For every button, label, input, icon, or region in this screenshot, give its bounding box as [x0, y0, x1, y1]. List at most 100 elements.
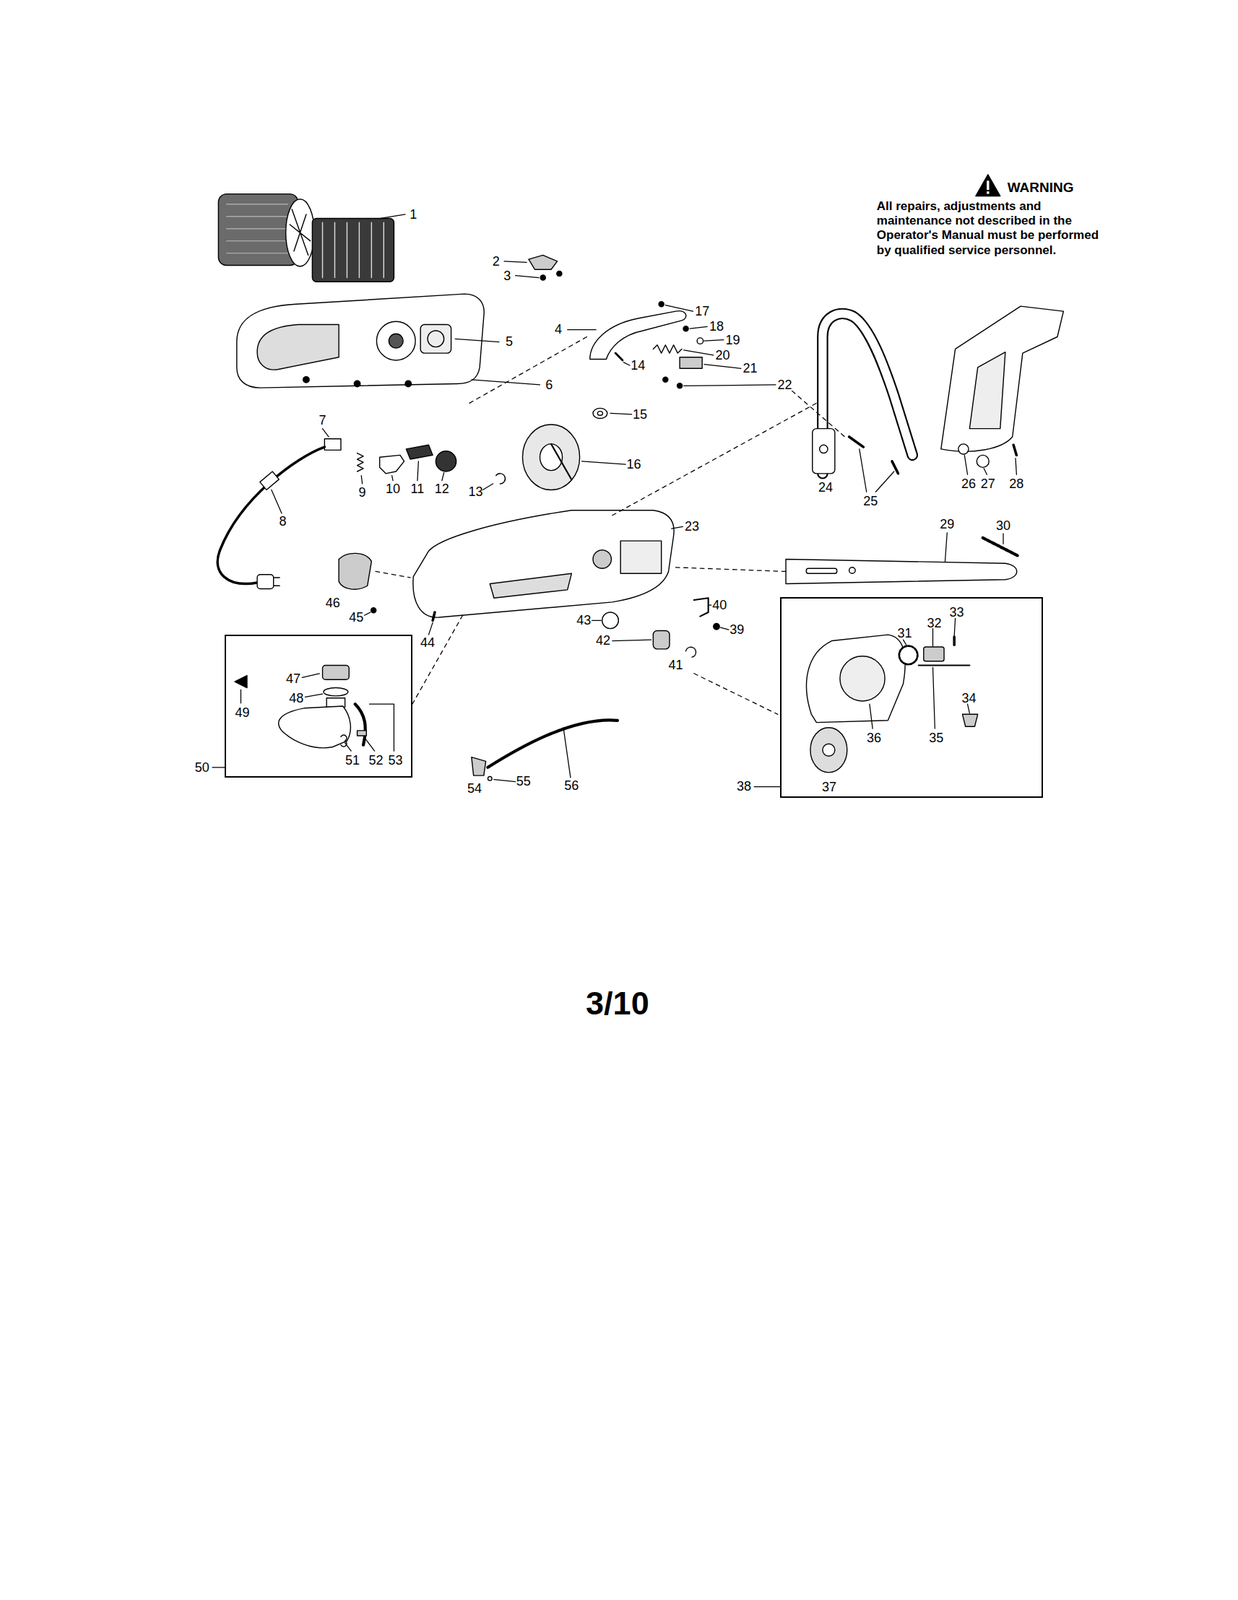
callout-number: 56 — [564, 779, 579, 793]
leader-line — [592, 620, 602, 622]
callout-number: 25 — [863, 494, 878, 508]
chain-brake — [663, 377, 669, 383]
hand-guard — [941, 306, 1064, 452]
chain-brake — [683, 326, 689, 332]
fastener — [652, 630, 670, 649]
guide-bar — [785, 559, 1017, 585]
callout-number: 44 — [420, 636, 435, 650]
callout-number: 32 — [926, 616, 942, 630]
gear-housing — [303, 377, 310, 383]
leader-line — [903, 639, 907, 646]
callout-number: 20 — [715, 348, 730, 362]
leader-line — [612, 639, 652, 641]
callout-number: 47 — [286, 672, 301, 686]
leader-line — [212, 767, 225, 768]
motor — [226, 204, 289, 254]
chain-brake — [679, 357, 703, 370]
motor — [312, 218, 394, 283]
callout-number: 39 — [729, 623, 744, 637]
warning-icon — [975, 174, 1001, 197]
leader-line — [704, 340, 724, 341]
fastener — [694, 598, 709, 617]
leader-line — [932, 629, 934, 647]
leader-line — [442, 472, 445, 481]
gear-housing — [427, 330, 445, 348]
leader-line — [567, 329, 597, 331]
callout-number: 52 — [369, 754, 384, 768]
leader-line — [240, 689, 242, 703]
leader-line — [581, 461, 626, 465]
sprocket-drum — [592, 408, 608, 419]
callout-number: 33 — [949, 605, 965, 619]
callout-number: 55 — [516, 775, 531, 789]
oil-hose — [487, 720, 617, 768]
sprocket-cover — [806, 634, 978, 773]
oil-tank — [234, 676, 248, 689]
main-housing — [432, 612, 435, 621]
bracket — [528, 254, 562, 281]
sprocket-cover — [822, 743, 835, 757]
bracket — [540, 275, 546, 281]
leader-line — [212, 214, 1017, 788]
leader-line — [954, 618, 955, 636]
front-handle — [822, 313, 913, 474]
chain-brake — [590, 311, 687, 360]
leader-line — [964, 455, 968, 475]
callout-number: 22 — [777, 378, 793, 392]
leader-line — [379, 214, 406, 219]
saw-chain — [983, 538, 1019, 557]
leader-line — [392, 475, 393, 482]
callout-number: 5 — [505, 335, 513, 349]
leader-line — [1002, 533, 1004, 544]
power-cord — [260, 471, 279, 490]
callout-number: 51 — [345, 754, 360, 768]
sprocket-cover — [952, 637, 956, 646]
chain-brake — [658, 301, 664, 307]
assembly-line — [612, 403, 817, 515]
leader-line — [754, 786, 780, 788]
leader-line — [494, 780, 516, 783]
callout-number: 34 — [962, 691, 977, 705]
main-housing — [338, 553, 372, 590]
sprocket-cover — [899, 646, 918, 665]
hand-guard — [969, 352, 1005, 430]
fastener — [602, 612, 619, 630]
leader-line — [369, 704, 395, 752]
callout-number: 3 — [503, 269, 511, 283]
front-handle — [812, 313, 913, 474]
sprocket-drum — [597, 411, 603, 417]
leader-line — [361, 475, 362, 484]
callout-number: 41 — [668, 658, 683, 672]
main-housing — [371, 608, 377, 614]
callout-number: 13 — [468, 485, 483, 499]
leader-line — [720, 627, 729, 630]
callout-number: 7 — [319, 413, 327, 427]
callout-number: 31 — [897, 626, 913, 640]
leader-line — [1015, 458, 1017, 476]
callout-number: 42 — [595, 634, 611, 648]
power-cord — [217, 447, 325, 589]
gear-housing — [236, 293, 484, 472]
oil-hose — [487, 777, 492, 782]
switch-assembly — [324, 439, 433, 474]
leader-line — [428, 622, 433, 635]
chain-brake — [697, 338, 703, 344]
callout-number: 9 — [358, 486, 367, 500]
leader-line — [689, 326, 708, 329]
leader-line — [345, 743, 352, 752]
callout-number: 43 — [576, 613, 591, 627]
leader-line — [482, 483, 493, 490]
callout-number: 21 — [743, 361, 758, 375]
callout-number: 24 — [818, 481, 833, 495]
sprocket-cover — [806, 634, 906, 724]
switch-assembly — [379, 455, 405, 474]
power-cord — [257, 574, 274, 590]
chain-brake — [615, 353, 623, 361]
gear-housing — [420, 325, 451, 354]
sprocket-drum — [496, 473, 506, 484]
switch-assembly — [324, 439, 341, 451]
sprocket-cover — [923, 647, 945, 662]
callout-number: 26 — [961, 477, 976, 491]
guide-bar — [849, 567, 856, 574]
